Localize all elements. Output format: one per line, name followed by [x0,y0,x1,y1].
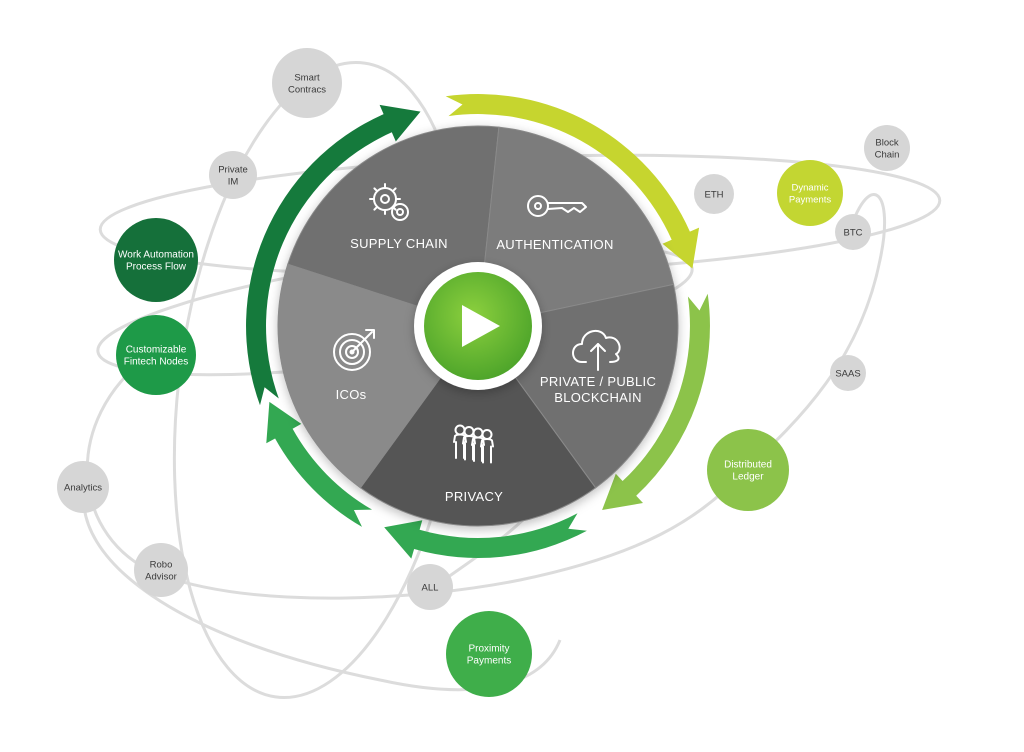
node-analytics[interactable]: Analytics [57,461,109,513]
node-circle[interactable] [864,125,910,171]
node-label: Private [218,165,248,176]
node-circle[interactable] [407,564,453,610]
node-label: ALL [422,583,439,594]
node-label: Fintech Nodes [124,357,188,368]
node-label: Proximity [468,644,509,655]
node-label: Block [875,138,898,149]
node-circle[interactable] [134,543,188,597]
segment-supply-chain: SUPPLY CHAIN [350,183,448,251]
node-label: Process Flow [126,262,187,273]
center-hub [414,262,542,390]
arrow-green-bottom [384,513,587,559]
wedge-privacy[interactable] [359,325,597,527]
node-btc[interactable]: BTC [835,214,871,250]
node-circle[interactable] [835,214,871,250]
segment-label: ICOs [336,387,367,402]
arrow-light-green [602,293,710,510]
segment-label: BLOCKCHAIN [554,390,642,405]
node-circle[interactable] [114,218,198,302]
cloud-upload-icon [572,329,621,371]
wedge-authentication[interactable] [477,126,675,327]
node-label: Smart [294,73,320,84]
node-label: Work Automation [118,250,194,261]
node-label: SAAS [835,369,860,380]
segment-icos: ICOs [333,329,375,402]
arrow-green-left [266,401,372,527]
node-label: Chain [875,150,900,161]
node-circle[interactable] [209,151,257,199]
node-circle[interactable] [57,461,109,513]
node-label: BTC [844,228,863,239]
orbit-ring-4 [85,193,887,600]
node-circle[interactable] [116,315,196,395]
node-circle[interactable] [446,611,532,697]
node-circle[interactable] [707,429,789,511]
segment-label: PRIVACY [445,489,503,504]
segment-authentication: AUTHENTICATION [496,195,613,252]
node-all[interactable]: ALL [407,564,453,610]
node-label: Customizable [126,345,187,356]
node-label: Advisor [145,572,177,583]
node-label: Payments [467,656,511,667]
segment-label: AUTHENTICATION [496,237,613,252]
node-circle[interactable] [777,160,843,226]
node-circle[interactable] [272,48,342,118]
node-label: Distributed [724,460,772,471]
node-label: Payments [789,195,831,206]
node-saas[interactable]: SAAS [830,355,866,391]
node-label: ETH [705,190,724,201]
arrow-dark-green [246,104,421,406]
node-label: Robo [150,560,173,571]
gears-icon [369,183,409,221]
segment-privacy: PRIVACY [445,424,503,504]
segment-label: PRIVATE / PUBLIC [540,374,656,389]
node-label: Contracs [288,85,326,96]
node-eth[interactable]: ETH [694,174,734,214]
cycle-arrows [246,94,710,559]
node-label: Analytics [64,483,102,494]
node-label: Dynamic [792,183,829,194]
segment-label: SUPPLY CHAIN [350,236,448,251]
node-circle[interactable] [694,174,734,214]
node-label: IM [228,177,239,188]
key-icon [527,195,587,217]
target-icon [333,329,375,371]
play-icon [462,305,500,347]
arrow-lime [445,94,700,269]
node-label: Ledger [732,472,764,483]
people-group-icon [453,424,494,464]
node-circle[interactable] [830,355,866,391]
